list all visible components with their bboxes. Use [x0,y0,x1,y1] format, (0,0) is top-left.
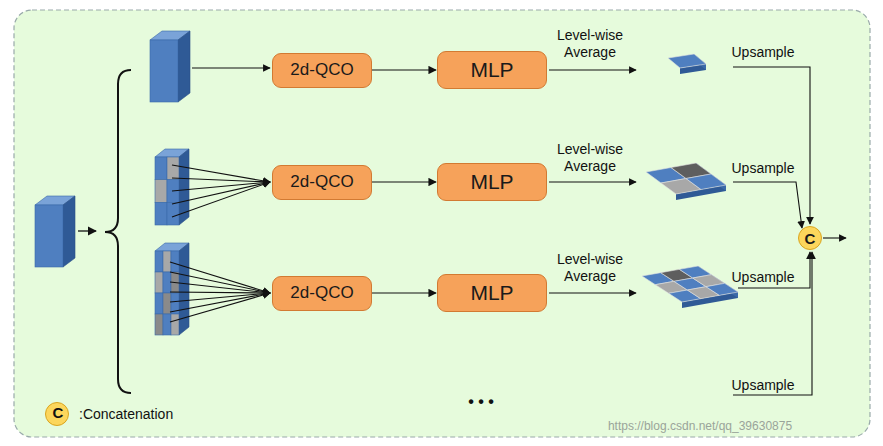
process-box: MLP [437,163,547,201]
legend-text: :Concatenation [79,406,173,422]
flow-arrow [372,69,436,70]
node-text: 2d-QCO [290,60,353,80]
step-label: Upsample [731,160,794,177]
flow-arrow [372,292,436,293]
node-text: 2d-QCO [290,172,353,192]
step-label: Upsample [731,377,794,394]
step-label: Level-wise Average [545,251,635,285]
concat-circle: C [798,226,822,250]
legend-row: :Concatenation [45,401,173,427]
ellipsis: • • • [468,392,494,411]
step-label: Upsample [731,269,794,286]
node-text: MLP [470,58,513,82]
node-text: 2d-QCO [290,283,353,303]
step-label: Level-wise Average [545,27,635,61]
process-box: 2d-QCO [272,165,372,200]
flow-lines [170,67,846,395]
node-text: MLP [470,281,513,305]
brace [105,70,131,393]
process-box: 2d-QCO [272,53,372,88]
watermark: https://blog.csdn.net/qq_39630875 [608,419,792,433]
input-arrow [78,230,96,231]
node-text: C [805,230,816,247]
step-label: Upsample [731,44,794,61]
process-box: MLP [437,274,547,312]
step-label: Level-wise Average [545,141,635,175]
process-box: MLP [437,51,547,89]
background-panel [14,10,870,437]
process-box: 2d-QCO [272,276,372,311]
legend-symbol-text: C [53,404,64,422]
flow-arrow [372,181,436,182]
feature-icons [35,31,738,335]
node-text: MLP [470,170,513,194]
